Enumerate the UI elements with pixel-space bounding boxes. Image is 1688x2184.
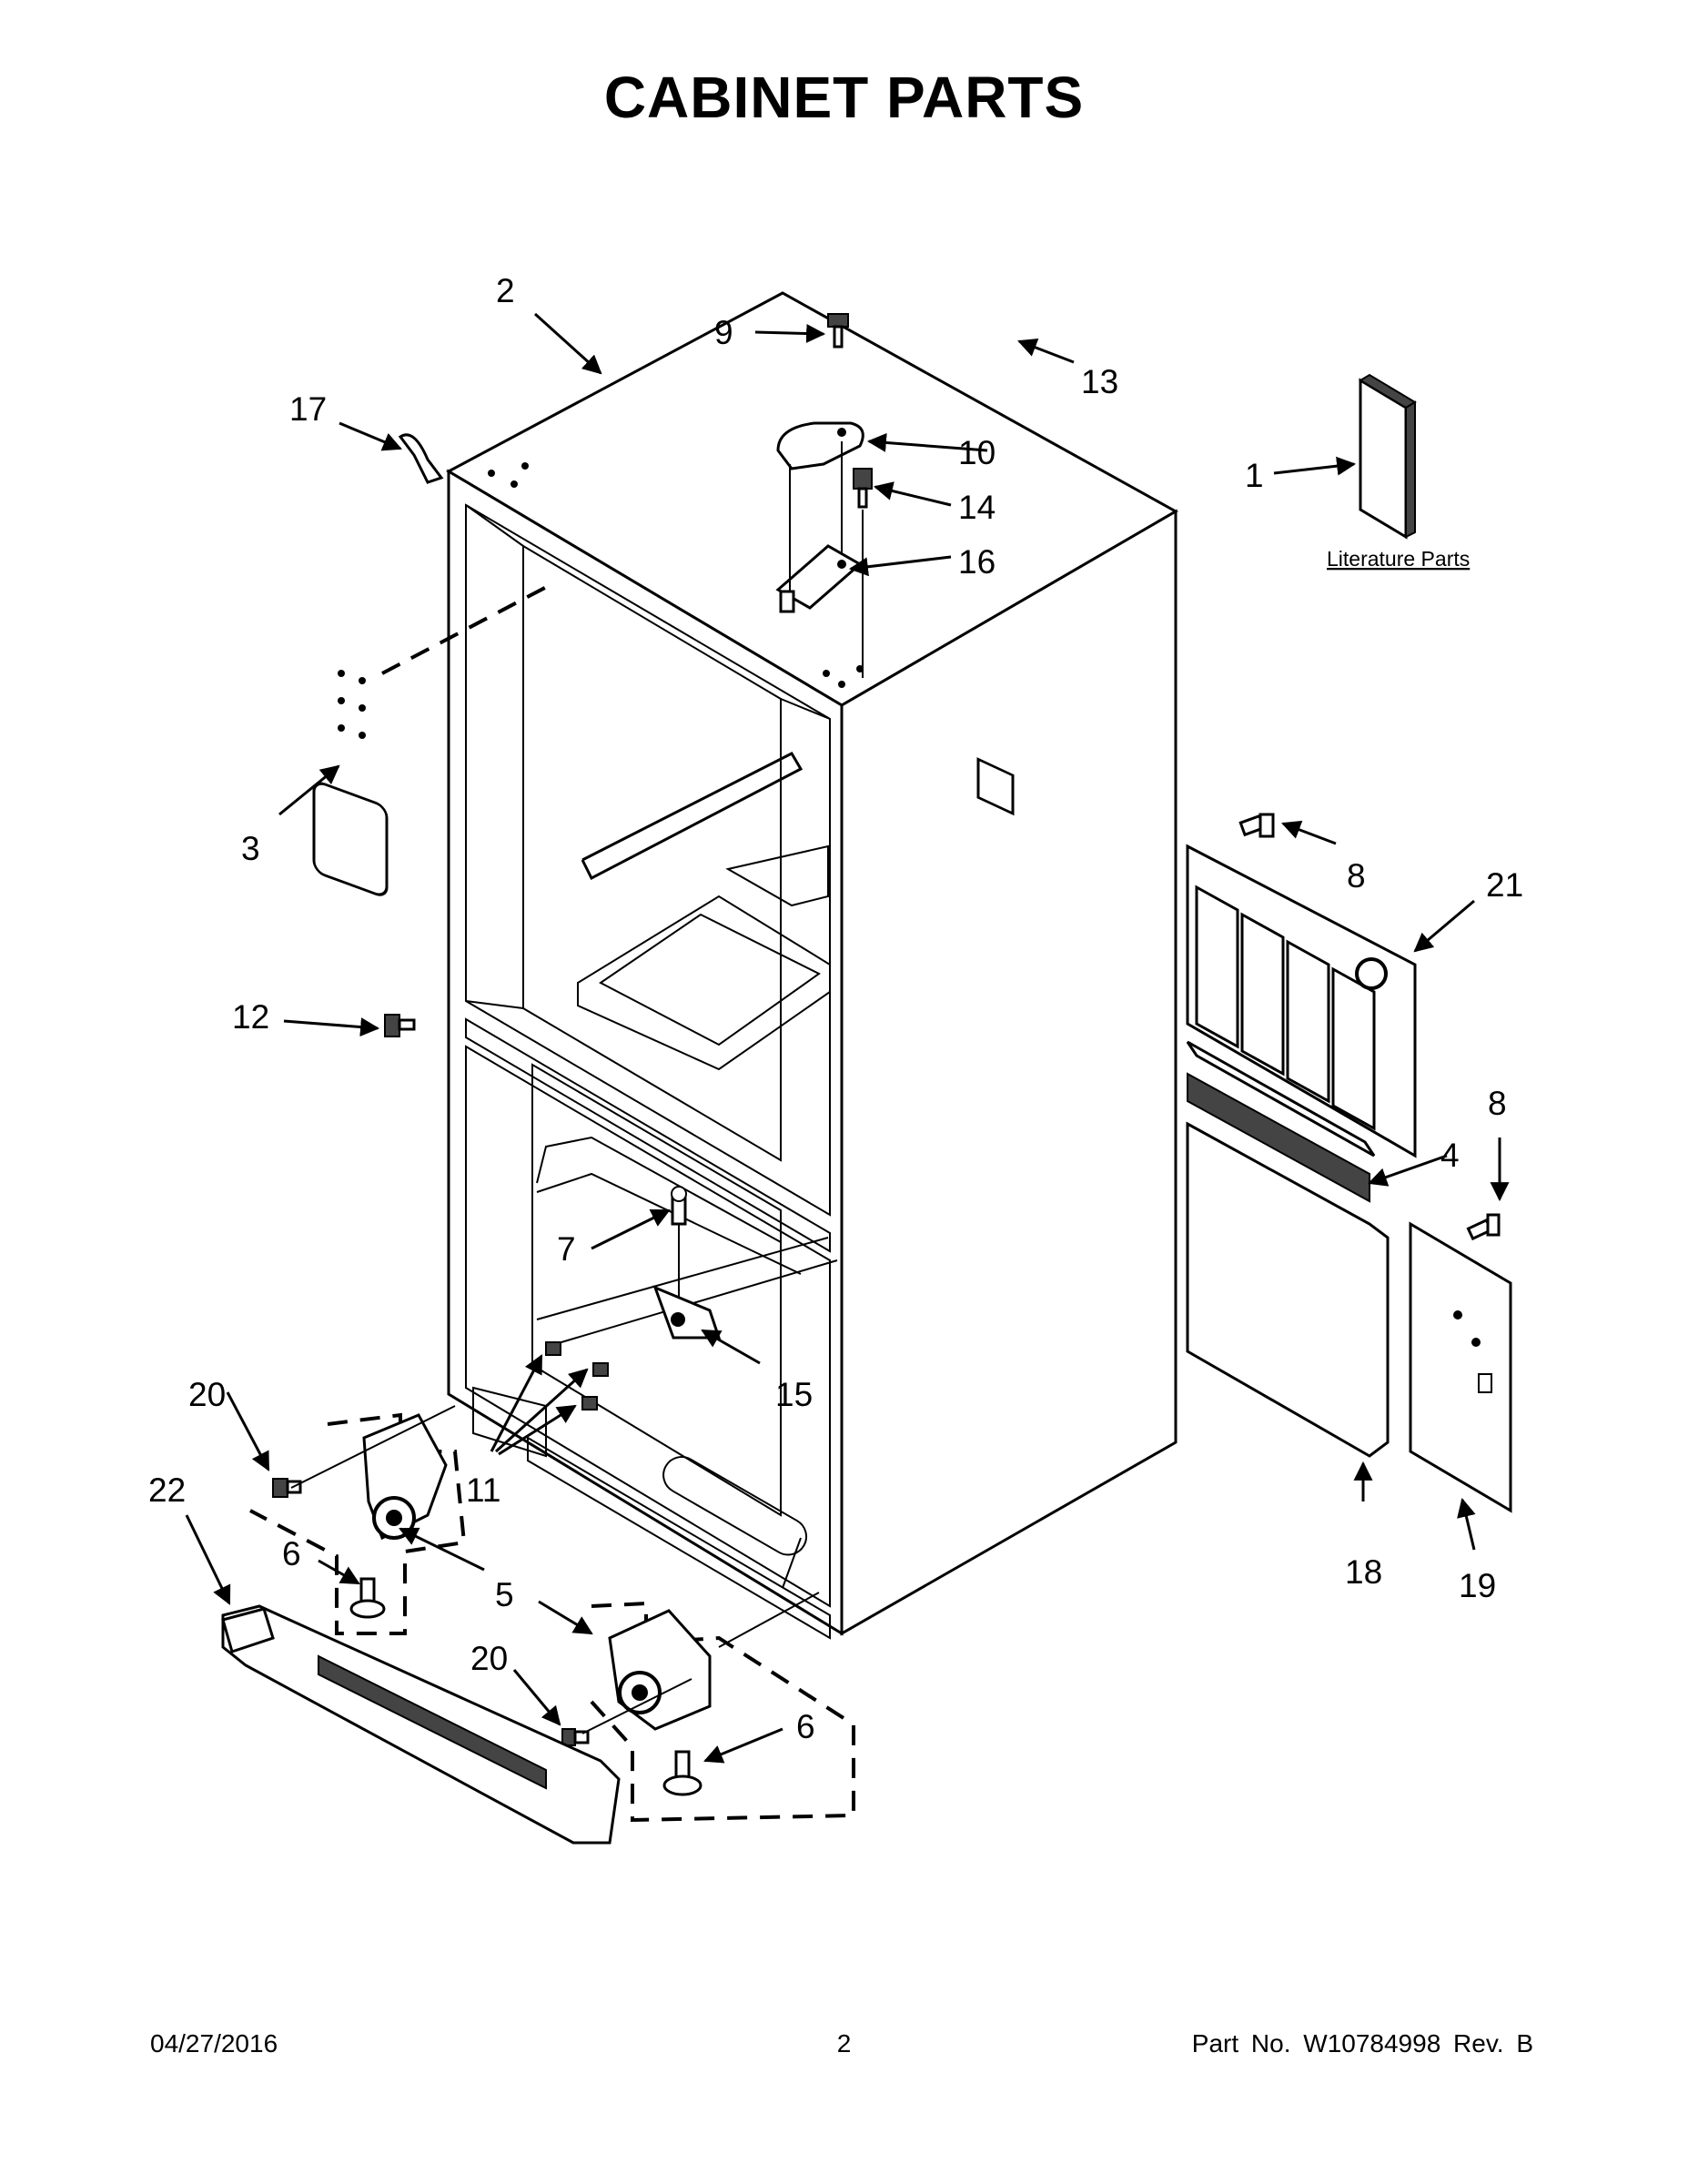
toe-grille-part-22 [221,1604,621,1845]
leader-arrows [185,312,1510,1764]
screw-part-9 [827,313,849,349]
callout-8-upper: 8 [1347,857,1366,895]
callout-20-lower: 20 [470,1640,508,1677]
sensor-part-7 [671,1186,687,1226]
rear-panel-part-18 [1186,1121,1390,1458]
footer-page-number: 2 [836,2029,852,2058]
callout-2: 2 [496,272,515,309]
callout-15: 15 [775,1376,813,1413]
callout-5: 5 [495,1576,514,1613]
footer-date: 04/27/2016 [150,2029,278,2058]
literature-parts-label: Literature Parts [1327,547,1470,571]
page-title: CABINET PARTS [603,65,1085,130]
literature-parts-booklet [1359,373,1417,540]
screws-part-11 [545,1341,609,1410]
callout-7: 7 [557,1230,576,1268]
screw-part-8-upper [1238,813,1275,838]
cabinet-body [445,291,1179,1640]
callout-8-lower: 8 [1488,1085,1507,1122]
roller-assembly-right [561,1601,855,1823]
tape-part-17 [398,433,444,484]
callout-6-right: 6 [796,1708,815,1745]
roller-assembly-left [249,1412,467,1635]
callout-3: 3 [241,830,260,867]
callout-9: 9 [714,314,733,351]
callout-4: 4 [1440,1137,1460,1174]
callout-6-left: 6 [282,1535,301,1572]
callout-14: 14 [958,489,996,526]
screw-part-12 [384,1014,416,1037]
screw-part-8-lower [1466,1213,1501,1241]
callout-22: 22 [148,1471,186,1509]
callout-1: 1 [1245,457,1264,494]
footer-part-number: Part No. W10784998 Rev. B [1191,2029,1533,2058]
callout-11: 11 [466,1471,500,1509]
hinge-cap-part-10 [776,421,864,470]
screw-part-14 [853,468,873,509]
callout-12: 12 [232,998,269,1036]
callout-17: 17 [289,390,327,428]
rear-access-cover-part-21 [1186,844,1417,1158]
callout-13: 13 [1081,363,1118,400]
gasket-strip-part-4 [1186,1040,1376,1203]
callout-16: 16 [958,543,996,581]
label-part-13 [976,757,1015,816]
callout-21: 21 [1486,866,1523,904]
callout-19: 19 [1459,1567,1496,1604]
callout-18: 18 [1345,1553,1382,1591]
callout-20-upper: 20 [188,1376,226,1413]
access-cover-part-19 [1409,1221,1512,1513]
callout-10: 10 [958,434,996,471]
control-module-part-3 [312,670,389,896]
